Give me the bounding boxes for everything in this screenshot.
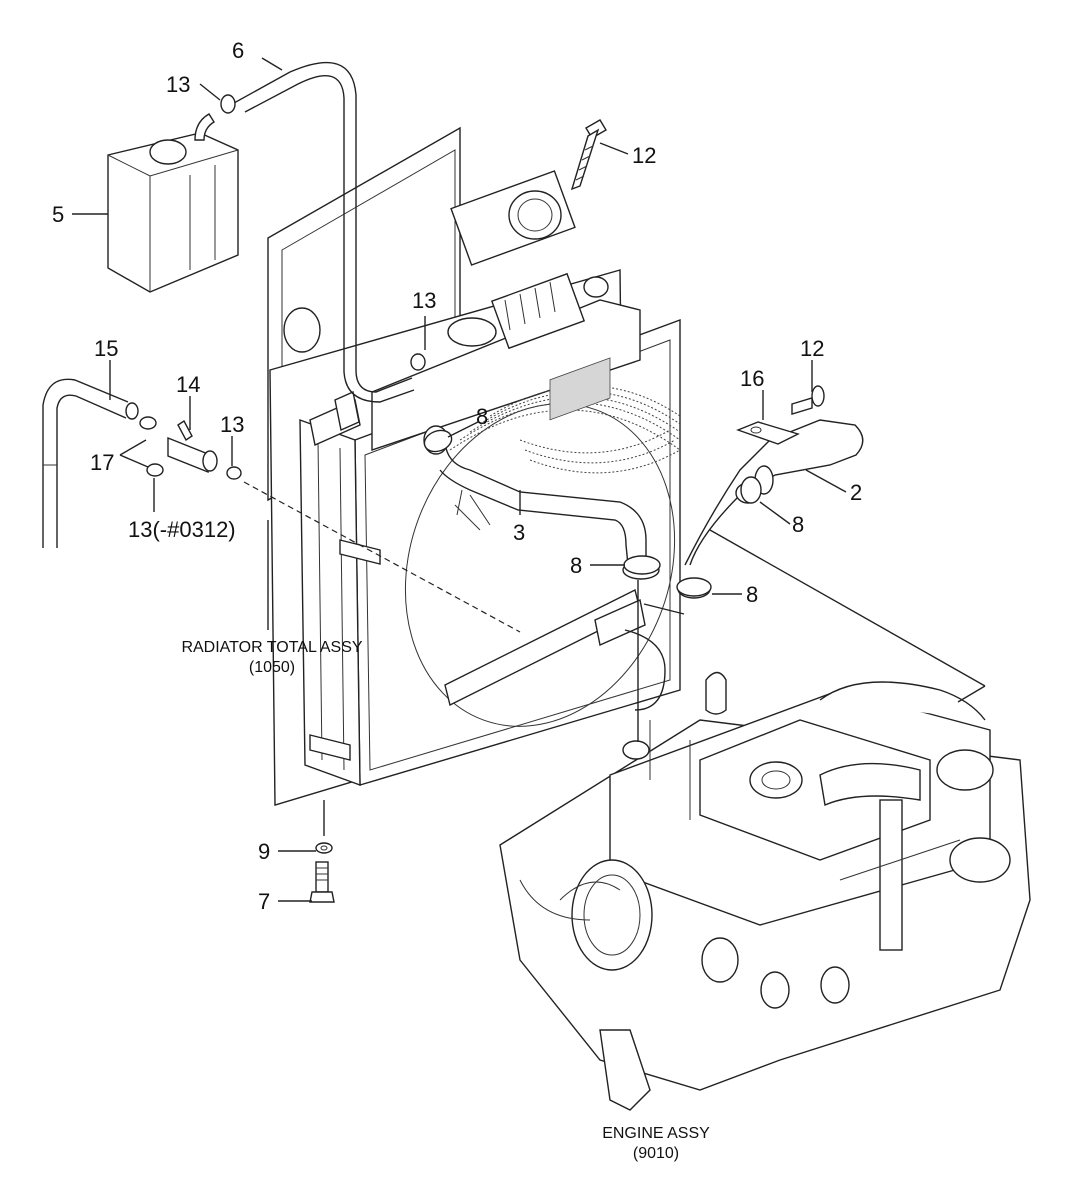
callout-17: 17	[90, 450, 114, 475]
radiator-assy-title: RADIATOR TOTAL ASSY	[181, 639, 362, 656]
callout-5: 5	[52, 202, 64, 227]
upper-hose	[445, 447, 647, 565]
bottom-bolt	[309, 861, 335, 903]
callout-12-right: 12	[800, 336, 824, 361]
callout-16: 16	[740, 366, 764, 391]
lower-hose	[684, 419, 864, 566]
engine-assembly	[499, 671, 1031, 1111]
callout-9: 9	[258, 839, 270, 864]
bolt-top	[570, 119, 607, 191]
engine-assy-title: ENGINE ASSY	[602, 1125, 710, 1142]
callout-8-upper: 8	[476, 404, 488, 429]
callout-8-left: 8	[570, 553, 582, 578]
callout-7: 7	[258, 889, 270, 914]
radiator-assy-code: (1050)	[249, 659, 295, 676]
callout-6: 6	[232, 38, 244, 63]
callout-2: 2	[850, 480, 862, 505]
callout-8-right: 8	[792, 512, 804, 537]
callout-8-lower: 8	[746, 582, 758, 607]
callout-13-top: 13	[166, 72, 190, 97]
reservoir-tank	[107, 113, 239, 293]
callout-13-right: 13	[220, 412, 244, 437]
engine-assy-code: (9010)	[633, 1145, 679, 1162]
leader-lines	[72, 57, 847, 902]
callout-12-top: 12	[632, 143, 656, 168]
callout-15: 15	[94, 336, 118, 361]
bolt-right	[791, 385, 825, 415]
drain-cock	[167, 419, 218, 474]
callout-14: 14	[176, 372, 200, 397]
callout-13-serial: 13(-#0312)	[128, 517, 236, 542]
radiator-assembly	[267, 126, 681, 806]
callout-13-mid: 13	[412, 288, 436, 313]
overflow-hose	[224, 61, 413, 393]
drain-hose	[42, 378, 129, 548]
callout-3: 3	[513, 520, 525, 545]
